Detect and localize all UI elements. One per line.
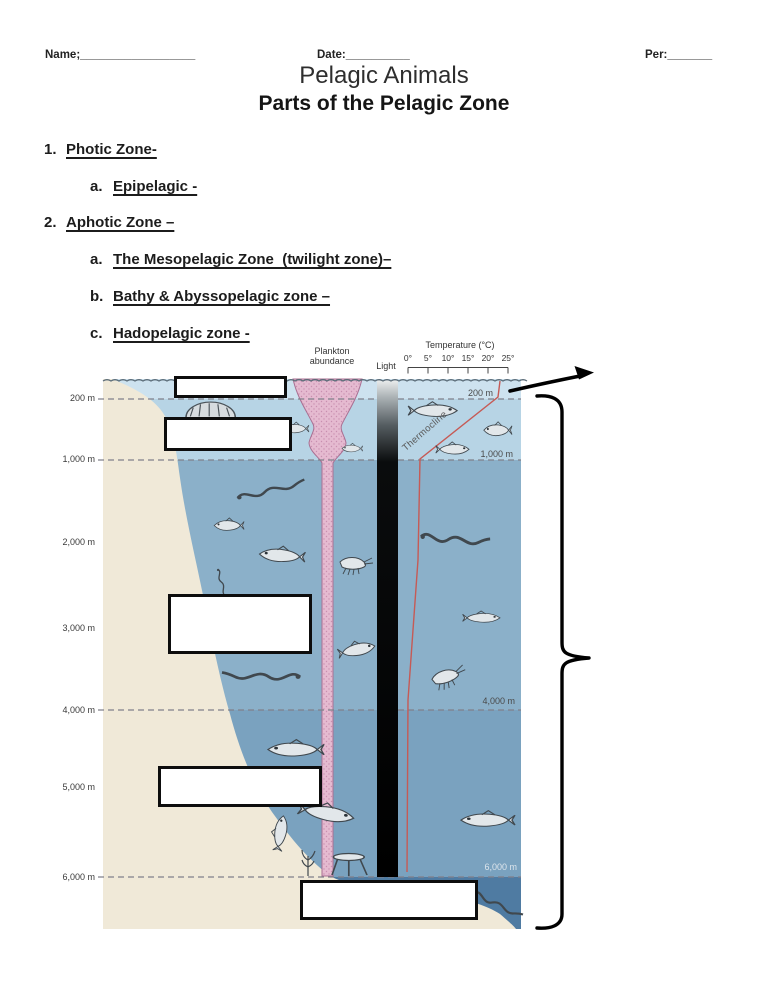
depth-label-5000m: 5,000 m (62, 782, 95, 792)
outline-number: b. (90, 288, 104, 305)
outline-number: 2. (44, 214, 57, 231)
outline-item-bathy-abysso: b. Bathy & Abyssopelagic zone – (90, 288, 330, 305)
outline-item-photic-zone: 1. Photic Zone- (44, 141, 157, 158)
temperature-line (406, 380, 501, 873)
arrow-right-icon (508, 366, 594, 393)
answer-box-epipelagic[interactable] (174, 376, 287, 398)
inner-depth-1000m: 1,000 m (480, 449, 513, 459)
outline-number: a. (90, 178, 103, 195)
per-field: Per:_______ (645, 49, 713, 61)
answer-box-hadopelagic[interactable] (300, 880, 478, 920)
depth-gridlines (98, 398, 521, 878)
answer-box-mesopelagic[interactable] (164, 417, 292, 451)
light-label: Light (376, 361, 396, 371)
outline-label: Bathy & Abyssopelagic zone – (113, 288, 331, 305)
outline-label: Photic Zone- (66, 141, 157, 158)
light-column (377, 380, 398, 877)
answer-box-bathypelagic[interactable] (168, 594, 312, 654)
depth-label-4000m: 4,000 m (62, 705, 95, 715)
outline-label: Epipelagic - (113, 178, 198, 195)
date-field: Date:__________ (317, 49, 410, 61)
outline-item-epipelagic: a. Epipelagic - (90, 178, 197, 195)
depth-label-1000m: 1,000 m (62, 454, 95, 464)
brace-right-icon (535, 394, 591, 930)
temp-tick-25: 25° (501, 353, 515, 363)
plankton-column (292, 378, 363, 877)
depth-label-200m: 200 m (69, 393, 95, 403)
name-field: Name;__________________ (45, 49, 196, 61)
temp-tick-20: 20° (481, 353, 495, 363)
depth-label-3000m: 3,000 m (62, 623, 95, 633)
temp-tick-10: 10° (441, 353, 455, 363)
temp-tick-5: 5° (423, 353, 433, 363)
outline-label: The Mesopelagic Zone (twilight zone)– (113, 251, 392, 268)
inner-depth-6000m: 6,000 m (484, 862, 517, 872)
outline-label: Aphotic Zone – (66, 214, 175, 231)
outline-item-mesopelagic: a. The Mesopelagic Zone (twilight zone)– (90, 251, 391, 268)
outline-label: Hadopelagic zone - (113, 325, 250, 342)
outline-number: c. (90, 325, 103, 342)
depth-label-2000m: 2,000 m (62, 537, 95, 547)
outline-item-hadopelagic: c. Hadopelagic zone - (90, 325, 250, 342)
inner-depth-4000m: 4,000 m (482, 696, 515, 706)
answer-box-abyssopelagic[interactable] (158, 766, 322, 807)
outline-item-aphotic-zone: 2. Aphotic Zone – (44, 214, 174, 231)
temperature-axis (407, 367, 509, 374)
outline-number: 1. (44, 141, 57, 158)
page-subtitle: Parts of the Pelagic Zone (258, 92, 510, 115)
inner-depth-200m: 200 m (467, 388, 493, 398)
temp-tick-0: 0° (403, 353, 413, 363)
depth-label-6000m: 6,000 m (62, 872, 95, 882)
temperature-title: Temperature (°C) (425, 340, 495, 350)
page-title: Pelagic Animals (299, 62, 469, 89)
temp-tick-15: 15° (461, 353, 475, 363)
outline-number: a. (90, 251, 103, 268)
